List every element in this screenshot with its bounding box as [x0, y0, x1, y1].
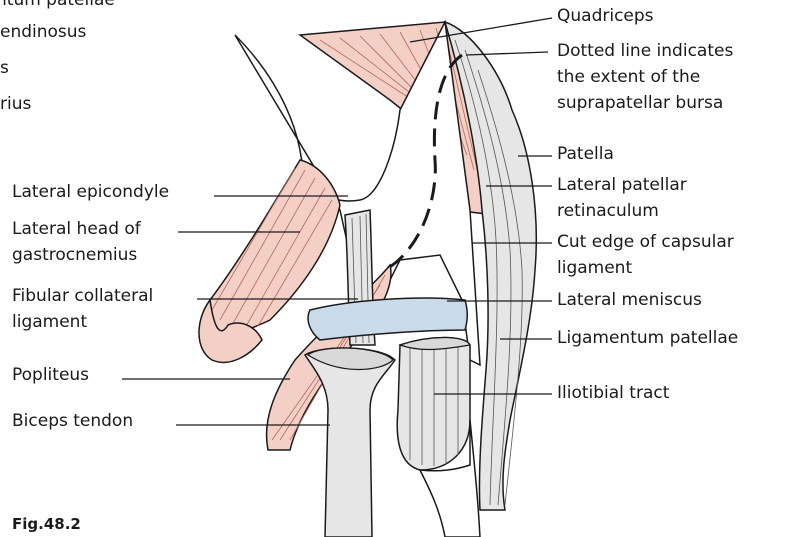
- lateral-meniscus-shape: [308, 298, 467, 340]
- label-lateral-head-1: Lateral head of: [12, 218, 141, 241]
- label-fibular-collateral-2: ligament: [12, 311, 87, 334]
- figure-label: Fig.48.2: [12, 515, 81, 533]
- label-patella: Patella: [557, 143, 614, 166]
- label-cut-edge-2: ligament: [557, 257, 632, 280]
- label-lateral-epicondyle: Lateral epicondyle: [12, 181, 169, 204]
- label-dotted-line-1: Dotted line indicates: [557, 40, 733, 63]
- label-quadriceps: Quadriceps: [557, 5, 654, 28]
- label-dotted-line-2: the extent of the: [557, 66, 700, 89]
- label-lateral-patellar-1: Lateral patellar: [557, 174, 687, 197]
- label-popliteus: Popliteus: [12, 364, 89, 387]
- fibula-head: [305, 348, 395, 537]
- label-lateral-patellar-2: retinaculum: [557, 200, 659, 223]
- label-fibular-collateral-1: Fibular collateral: [12, 285, 153, 308]
- label-ligamentum-patellae: Ligamentum patellae: [557, 327, 738, 350]
- label-cut-edge-1: Cut edge of capsular: [557, 231, 734, 254]
- label-iliotibial-tract: Iliotibial tract: [557, 382, 669, 405]
- label-gracilis-clipped: s: [0, 57, 9, 80]
- tibia-shape: [397, 338, 470, 471]
- label-ligamentum-patellae-clipped: ntum patellae: [0, 0, 115, 12]
- label-lateral-meniscus: Lateral meniscus: [557, 289, 702, 312]
- label-biceps-tendon: Biceps tendon: [12, 410, 133, 433]
- label-sartorius-clipped: rius: [0, 93, 31, 116]
- label-dotted-line-3: suprapatellar bursa: [557, 92, 723, 115]
- label-semitendinosus-clipped: endinosus: [0, 21, 86, 44]
- label-lateral-head-2: gastrocnemius: [12, 244, 137, 267]
